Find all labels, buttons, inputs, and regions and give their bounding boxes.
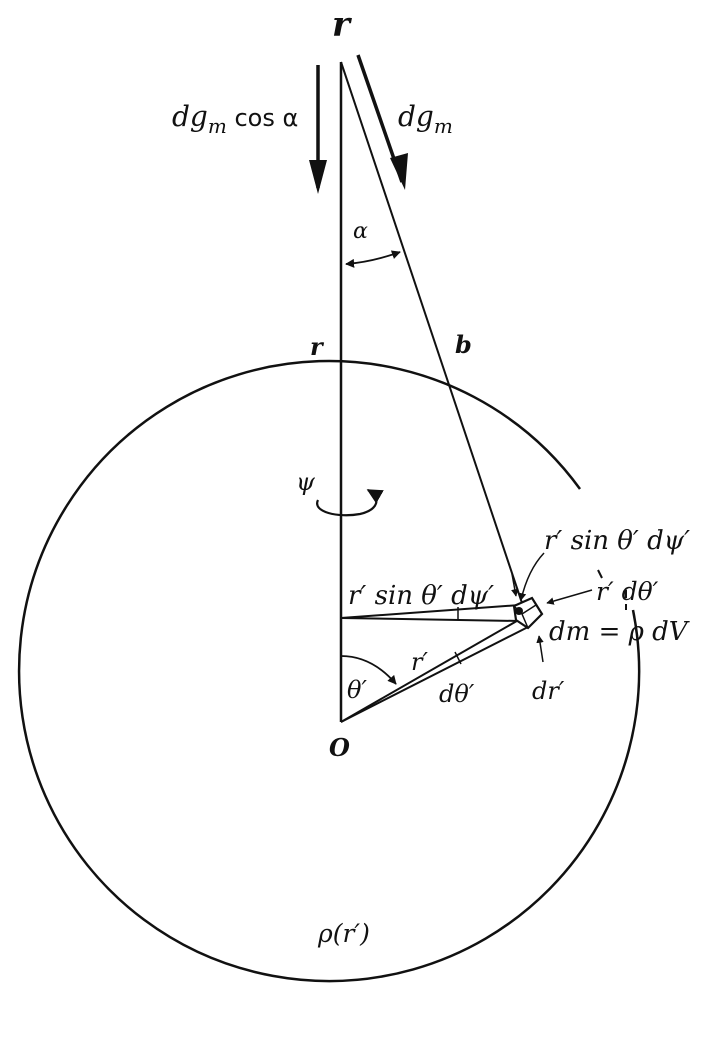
label-theta: θ′ (347, 676, 367, 704)
psi-rotation-arc (316, 489, 384, 517)
label-origin: O (329, 733, 350, 762)
label-dr: dr′ (532, 677, 565, 705)
line-b (340, 61, 526, 613)
radius-sin-line (340, 604, 521, 619)
label-r-sin-dpsi-right: r′ sin θ′ dψ′ (544, 526, 690, 556)
radial-tick (454, 651, 462, 665)
pointer-dr-upper (536, 635, 544, 663)
pointer-r-dtheta (546, 589, 593, 605)
mass-element-dot (515, 607, 523, 615)
label-dash-1 (597, 569, 603, 579)
radial-line-1 (340, 617, 523, 723)
label-b: b (455, 330, 472, 359)
label-r-sin-dpsi-left: r′ sin θ′ dψ′ (348, 581, 494, 611)
radial-line-2 (340, 625, 531, 723)
pointer-r-sin-dpsi (518, 552, 545, 601)
sphere-outline (17, 359, 641, 983)
label-dm: dm = ρ dV (549, 617, 690, 647)
radius-sin-line-2 (340, 617, 521, 622)
theta-arc (340, 655, 397, 685)
label-alpha: α (353, 219, 368, 244)
label-r-dtheta: r′ dθ′ (596, 577, 659, 606)
label-dgm-cos-alpha: dgm cos α (172, 100, 298, 138)
label-r-axis: r (310, 332, 325, 361)
label-dtheta: dθ′ (439, 680, 475, 708)
dgm-cos-alpha-arrowhead (309, 160, 327, 194)
dgm-arrowhead (390, 153, 408, 190)
label-r-prime: r′ (411, 648, 428, 676)
alpha-arc (345, 250, 401, 268)
label-density: ρ(r′) (317, 919, 370, 948)
label-dgm: dgm (398, 100, 453, 138)
label-psi: ψ (296, 468, 316, 496)
pointer-r-sin-left (511, 573, 519, 597)
label-point-r: r (332, 5, 352, 45)
